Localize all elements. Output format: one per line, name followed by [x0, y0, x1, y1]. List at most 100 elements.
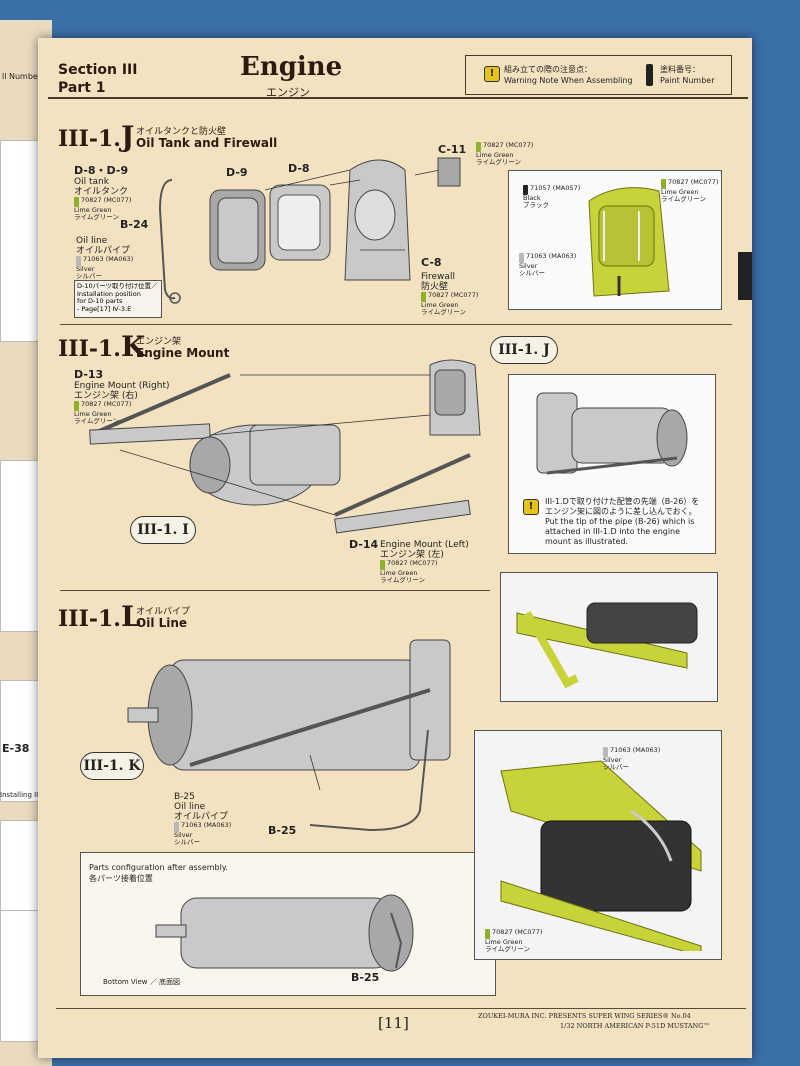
part-b25-bottom: B-25 — [351, 971, 380, 984]
section-tab-marker — [738, 252, 752, 300]
part-name-jp: エンジン架 (右) — [74, 391, 138, 401]
paint-name: Lime Green — [661, 188, 699, 196]
step-j-title: Oil Tank and Firewall — [136, 136, 278, 150]
step-l-title-jp: オイルパイプ — [136, 607, 191, 617]
part-name-jp: 防火壁 — [421, 282, 449, 292]
legend-warning-jp: 組み立ての際の注意点： — [504, 65, 592, 74]
step-k-title: Engine Mount — [136, 346, 230, 360]
divider — [60, 324, 732, 325]
paint-code: 70827 (MC077) — [81, 400, 132, 408]
warning-icon: ! — [484, 66, 500, 82]
legend-paint-en: Paint Number — [660, 76, 715, 85]
engine-mount-detail-frame: ! III-1.Dで取り付けた配管の先端（B-26）をエンジン架に図のように差し… — [508, 374, 716, 554]
paint-name: Lime Green — [74, 206, 112, 214]
paint-bottle-icon — [76, 256, 81, 266]
step-k-heading: III-1.K — [58, 330, 145, 363]
config-title: Parts configuration after assembly. — [89, 863, 228, 872]
oil-tank-photo — [588, 187, 670, 297]
legend-box: ! 組み立ての際の注意点： Warning Note When Assembli… — [465, 55, 732, 95]
paint-code: 71057 (MA057) — [530, 184, 581, 192]
adjacent-page-photo — [0, 910, 42, 1042]
paint-name-jp: ブラック — [523, 201, 549, 209]
warning-icon: ! — [523, 499, 539, 515]
step-letter: J — [120, 120, 135, 153]
callout-step-i: III-1. I — [130, 516, 196, 544]
paint-name-jp: ライムグリーン — [661, 195, 707, 203]
paint-code: 71063 (MA063) — [181, 821, 232, 829]
part-name: Firewall — [421, 272, 455, 282]
part-name-jp: オイルパイプ — [174, 812, 229, 822]
part-name: Oil tank — [74, 177, 109, 187]
part-d9: D-9 — [226, 166, 248, 179]
oil-line-photo-image — [500, 760, 702, 951]
legend-warning-en: Warning Note When Assembling — [504, 76, 633, 85]
paint-name-jp: シルバー — [174, 838, 200, 846]
adjacent-page-photo — [0, 820, 42, 922]
part-name: Engine Mount (Left) — [380, 540, 469, 550]
page-title-jp: エンジン — [266, 86, 310, 99]
paint-bottle-icon — [74, 197, 79, 207]
part-name-jp: オイルパイプ — [76, 246, 131, 256]
part-name: Oil line — [174, 802, 206, 812]
paint-code: 70827 (MC077) — [492, 928, 543, 936]
paint-bottle-icon — [485, 929, 490, 939]
paint-name: Silver — [174, 831, 193, 839]
section-label: Section III — [58, 62, 138, 78]
paint-name: Silver — [519, 262, 538, 270]
note-page-ref: - Page[17] Ⅳ-3.E — [77, 304, 132, 313]
paint-name: Lime Green — [476, 151, 514, 159]
bottom-view-label: Bottom View ／ 底面図 — [103, 978, 180, 986]
note-text: Installation position — [77, 289, 141, 298]
paint-bottle-icon — [421, 292, 426, 302]
paint-bottle-icon — [603, 747, 608, 757]
paint-bottle-icon — [519, 253, 524, 263]
divider — [60, 590, 490, 591]
adjacent-page-photo — [0, 460, 42, 632]
paint-code: 70827 (MC077) — [428, 291, 479, 299]
paint-code: 70827 (MC077) — [387, 559, 438, 567]
engine-mount-diagram — [89, 359, 481, 534]
warning-text-en: Put the tip of the pipe (B-26) which is … — [545, 517, 695, 546]
footer-model: 1/32 NORTH AMERICAN P-51D MUSTANG™ — [560, 1022, 710, 1030]
oil-tank-firewall-diagram — [158, 157, 461, 304]
part-d13: D-13 Engine Mount (Right) エンジン架 (右) 7082… — [74, 368, 170, 425]
paint-name: Lime Green — [74, 410, 112, 418]
paint-name-jp: ライムグリーン — [380, 576, 426, 584]
config-title-jp: 各パーツ接着位置 — [89, 874, 153, 883]
part-number: B-25 — [174, 792, 195, 802]
step-letter: L — [120, 600, 141, 633]
paint-name: Lime Green — [485, 938, 523, 946]
paint-bottle-icon — [476, 142, 481, 152]
warning-text: III-1.Dで取り付けた配管の先端（B-26）をエンジン架に図のように差し込ん… — [545, 497, 705, 547]
note-box: D-10パーツ取り付け位置／ Installation position for… — [74, 280, 162, 318]
paint-bottle-icon — [661, 179, 666, 189]
part-name: Oil line — [76, 236, 108, 246]
engine-mount-photo — [500, 572, 718, 702]
part-name-jp: エンジン架 (左) — [380, 550, 444, 560]
callout-step-k: III-1. K — [80, 752, 144, 780]
paint-code: 70827 (MC077) — [668, 178, 719, 186]
part-number: D-13 — [74, 368, 104, 381]
paint-name: Black — [523, 194, 541, 202]
part-d8-d9: D-8・D-9 Oil tank オイルタンク 70827 (MC077)Lim… — [74, 165, 132, 221]
paint-name-jp: ライムグリーン — [421, 308, 467, 316]
paint-name-jp: ライムグリーン — [485, 945, 531, 953]
part-b25-oil-line: B-25 Oil line オイルパイプ 71063 (MA063) Silver… — [174, 792, 231, 846]
paint-code: 70827 (MC077) — [81, 196, 132, 204]
part-d14: Engine Mount (Left) エンジン架 (左) 70827 (MC0… — [380, 540, 469, 584]
paint-bottle-icon — [174, 822, 179, 832]
paint-code: 71063 (MA063) — [526, 252, 577, 260]
adjacent-page-text: ll Number — [2, 72, 42, 81]
page-number: [11] — [378, 1014, 409, 1032]
note-text: D-10パーツ取り付け位置／ — [77, 282, 158, 290]
bottom-view-drawing — [155, 894, 414, 972]
